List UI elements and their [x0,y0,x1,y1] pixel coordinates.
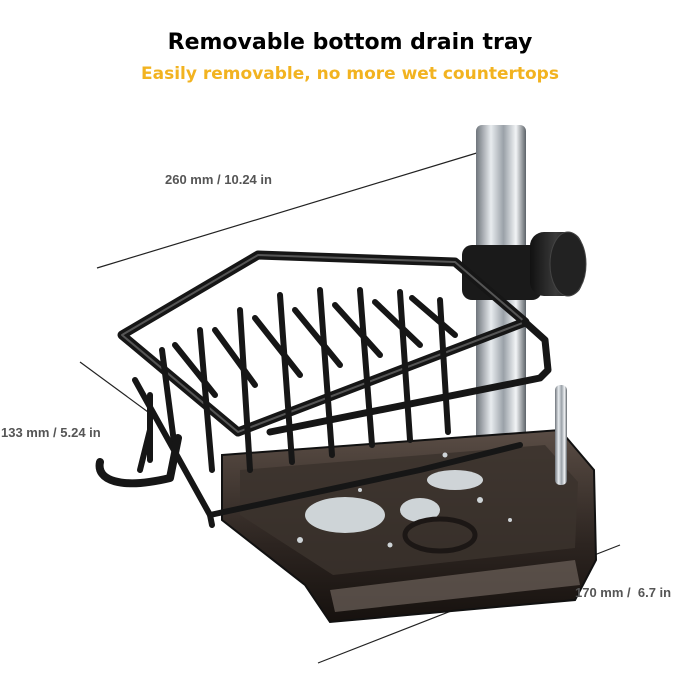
dimension-line-length [96,151,481,269]
dimension-width-label: 170 mm / 6.7 in [575,585,672,600]
drain-tray [221,428,598,624]
dimension-line-height [79,361,149,413]
tray-post [555,385,567,485]
dimension-length-label: 260 mm / 10.24 in [165,172,272,187]
heading-title: Removable bottom drain tray [167,30,533,55]
wire-basket [95,250,552,528]
heading-subtitle: Easily removable, no more wet countertop… [141,64,559,84]
dimension-height-label: 133 mm / 5.24 in [1,425,101,440]
water-splash [297,452,512,548]
